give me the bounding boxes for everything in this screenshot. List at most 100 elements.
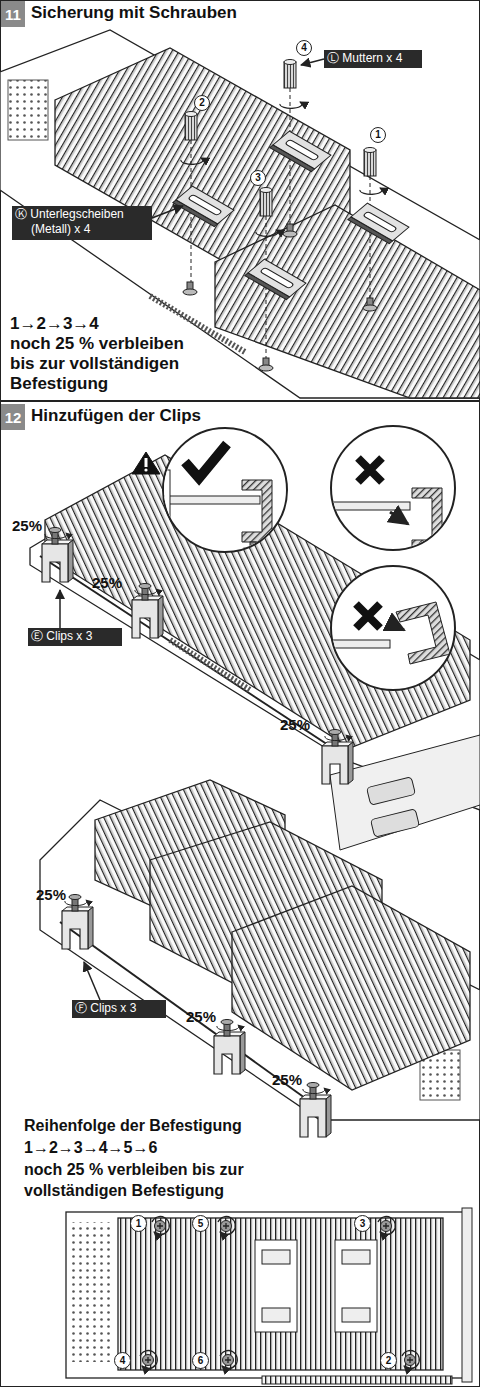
warning-symbol [132, 452, 160, 474]
detail-circle [160, 444, 272, 552]
nut [185, 112, 197, 141]
node-text: 5 [198, 1219, 204, 1229]
heatsink [215, 205, 480, 398]
detail-circle [160, 426, 455, 690]
graphics-card-top-view [335, 1240, 377, 1332]
heatsink [232, 886, 470, 1090]
graphics-card [40, 556, 345, 756]
node-text: Ⓔ Clips x 3 [31, 629, 92, 643]
clip [62, 895, 93, 950]
graphics-card [367, 777, 416, 806]
graphics-card-top-view [66, 1212, 464, 1378]
graphics-card [170, 640, 250, 690]
graphics-card-top-view [462, 1208, 472, 1382]
graphics-card [8, 80, 48, 140]
rotation-arrow [280, 102, 302, 108]
percent-label: 25% [12, 517, 52, 534]
node-text: 4 [301, 43, 307, 53]
screw [140, 1351, 157, 1369]
detail-circle [330, 640, 390, 648]
detail-circle [242, 480, 272, 542]
graphics-card-top-view [255, 1240, 297, 1332]
detail-circle [412, 488, 442, 550]
warning-symbol [144, 468, 147, 471]
section-heading: Sicherung mit Schrauben [31, 3, 237, 23]
standoff [259, 358, 273, 371]
graphics-card-top-view [72, 1222, 112, 1362]
graphics-card-top-view [342, 1308, 370, 1322]
instruction-text: 1→2→3→4→5→6 [24, 1138, 324, 1158]
warning-symbol [145, 458, 148, 467]
callout-number: 2 [380, 1352, 397, 1369]
detail-circle [358, 458, 382, 482]
heatsink [95, 780, 470, 1090]
node-text: 6 [198, 1356, 204, 1366]
node-text: 12 [5, 409, 22, 426]
rotation-arrow [181, 102, 382, 236]
callout-number: 3 [250, 170, 266, 186]
graphics-card [371, 809, 420, 838]
percent-label: 25% [92, 574, 132, 591]
detail-circle [185, 444, 227, 478]
clip [42, 528, 73, 583]
rotation-arrow [181, 158, 203, 164]
washer [348, 203, 409, 243]
detail-circle [250, 542, 256, 550]
graphics-card-top-view [66, 1208, 472, 1384]
detail-circle [331, 566, 455, 690]
node-text: 3 [360, 1219, 366, 1229]
clip [214, 1020, 245, 1075]
part-label: Ⓛ Muttern x 4 [324, 50, 422, 68]
callout-number: 3 [354, 1215, 371, 1232]
graphics-card-top-view [262, 1250, 290, 1264]
detail-circle [356, 604, 380, 628]
screw [220, 1351, 237, 1369]
node-text: 2 [386, 1356, 392, 1366]
screw [152, 1217, 169, 1235]
leader-arrow [59, 590, 61, 628]
standoff [183, 282, 197, 295]
instruction-text: noch 25 % verbleiben bis zur vollständig… [10, 334, 205, 394]
clip [62, 895, 331, 1138]
part-label: Ⓔ Clips x 3 [28, 628, 122, 646]
node-text: 1 [136, 1219, 142, 1229]
leader-arrow [84, 962, 100, 1000]
part-label: Ⓚ Unterlegscheiben (Metall) x 4 [12, 206, 152, 240]
callout-number: 6 [192, 1352, 209, 1369]
node-text: 4 [120, 1356, 126, 1366]
screw [378, 1217, 395, 1235]
detail-circle [388, 622, 404, 630]
screw [402, 1351, 419, 1369]
callout-number: 5 [192, 1215, 209, 1232]
detail-circle [330, 502, 410, 510]
screw [140, 1217, 419, 1369]
standoff [283, 224, 297, 237]
warning-symbol [132, 452, 160, 474]
clip [132, 584, 163, 639]
percent-label: 25% [186, 1008, 226, 1025]
node-text: Ⓚ Unterlegscheiben (Metall) x 4 [15, 207, 124, 236]
rotation-arrow [256, 230, 278, 236]
detail-circle [390, 512, 408, 524]
leader-arrow [301, 59, 324, 65]
callout-number: 4 [296, 40, 312, 56]
detail-circle [160, 496, 260, 504]
node-text: Ⓛ Muttern x 4 [327, 51, 402, 65]
graphics-card-top-view [118, 1218, 443, 1370]
percent-label: 25% [272, 1071, 312, 1088]
node-text: 3 [255, 173, 261, 183]
detail-circle [331, 426, 455, 550]
step-badge: 12Hinzufügen der Clips [1, 404, 25, 430]
detail-circle [330, 458, 442, 550]
clip [300, 1083, 331, 1138]
graphics-card-top-view [262, 1308, 290, 1322]
nut [185, 60, 376, 217]
graphics-card-top-view [342, 1250, 370, 1264]
step-badge: 11Sicherung mit Schrauben [1, 1, 25, 27]
section-divider [0, 400, 480, 402]
section-heading: Hinzufügen der Clips [31, 406, 201, 426]
detail-circle [330, 602, 450, 664]
detail-circle [396, 602, 450, 664]
graphics-card [0, 30, 480, 398]
